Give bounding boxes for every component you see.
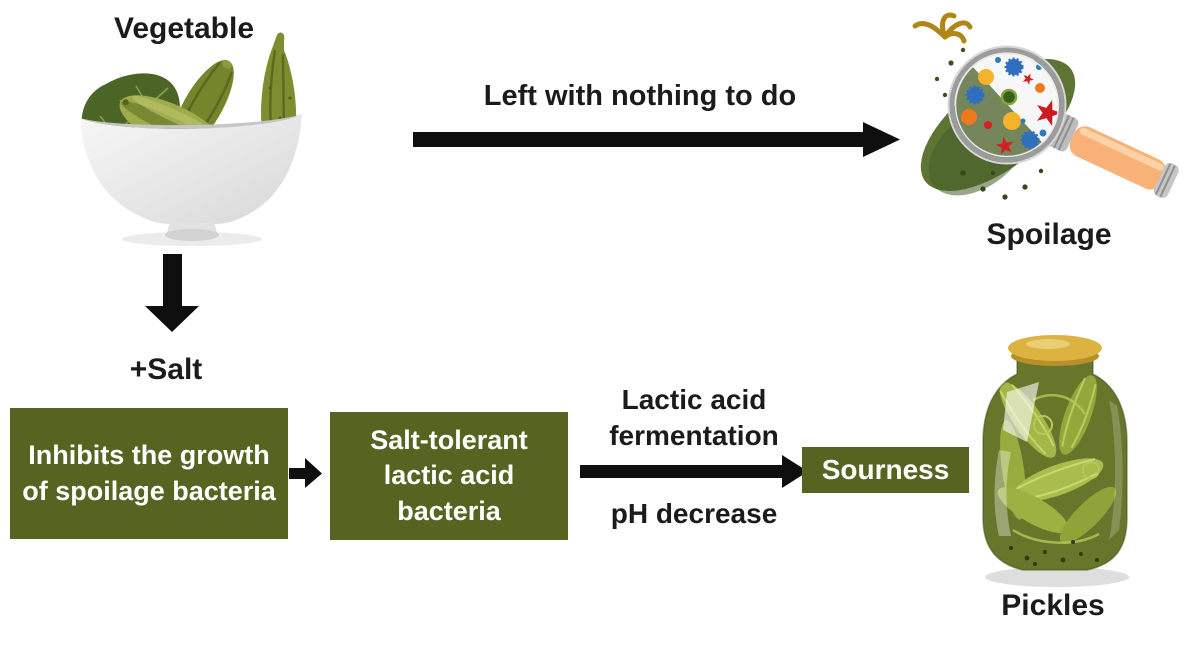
spoilage-label: Spoilage: [986, 218, 1112, 251]
stem-icon: [912, 12, 973, 44]
jar-shadow: [985, 567, 1129, 587]
down-arrow-icon: [145, 254, 199, 332]
bacteria-box: Salt-tolerant lactic acid bacteria: [330, 412, 568, 540]
fermentation-arrow-icon: [580, 455, 808, 488]
microbes-icon: [961, 57, 1059, 156]
spoilage-illustration: [912, 12, 1179, 200]
box-arrow-icon: [289, 458, 322, 488]
inhibit-box: Inhibits the growth of spoilage bacteria: [10, 408, 288, 539]
jar-icon: [982, 359, 1128, 571]
left-nothing-label: Left with nothing to do: [483, 80, 797, 112]
ph-decrease-label: pH decrease: [610, 498, 778, 529]
sourness-box: Sourness: [802, 447, 969, 493]
magnifier-lens-icon: [947, 45, 1067, 165]
vegetable-label: Vegetable: [113, 12, 255, 45]
spoilage-arrow-icon: [413, 122, 900, 157]
fermentation-label: Lactic acid fermentation: [609, 384, 779, 452]
jar-lid-icon: [1008, 335, 1102, 366]
magnifier-handle-icon: [1046, 112, 1179, 199]
vegetable-bowl-illustration: [80, 32, 302, 246]
pickles-label: Pickles: [1001, 589, 1105, 622]
salt-label: +Salt: [129, 353, 203, 386]
pickle-jar-illustration: [982, 335, 1129, 587]
bowl-icon: [80, 114, 302, 241]
